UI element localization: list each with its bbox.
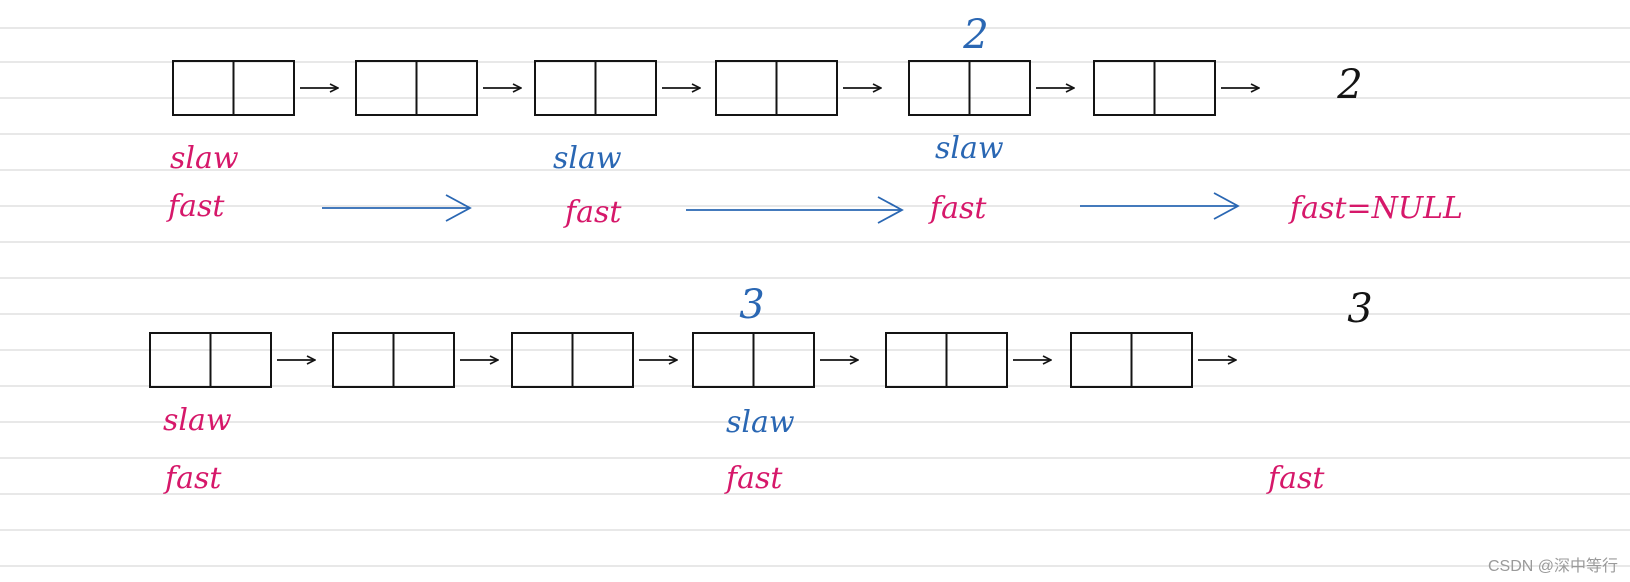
notebook-rules	[0, 27, 1630, 567]
row-odd-nodes	[149, 332, 1236, 388]
row-even-fast-label-step1: fast	[563, 195, 622, 230]
watermark: CSDN @深中等行	[1487, 558, 1618, 575]
row-odd-fast-label-start: fast	[163, 461, 222, 496]
row-even-midpoint-label: 2	[962, 12, 988, 58]
row-even-nodes	[172, 60, 1259, 116]
row-odd-case-label: 3	[1347, 286, 1372, 332]
row-even-fast-label-start: fast	[166, 189, 225, 224]
row-odd-midpoint-label: 3	[739, 282, 764, 328]
row-even-case-label: 2	[1336, 62, 1362, 108]
row-even-slow-label-step1: slaw	[553, 141, 622, 176]
row-odd-slow-label-end: slaw	[726, 405, 795, 440]
row-even-fast-label-step2: fast	[928, 191, 987, 226]
row-odd-slow-label-start: slaw	[163, 403, 232, 438]
row-even-fast-null-label: fast=NULL	[1288, 191, 1463, 226]
row-even-slow-label-start: slaw	[170, 141, 239, 176]
row-odd-fast-label-mid: fast	[724, 461, 783, 496]
row-odd-fast-label-end: fast	[1266, 461, 1325, 496]
row-even-slow-label-step2: slaw	[935, 131, 1004, 166]
